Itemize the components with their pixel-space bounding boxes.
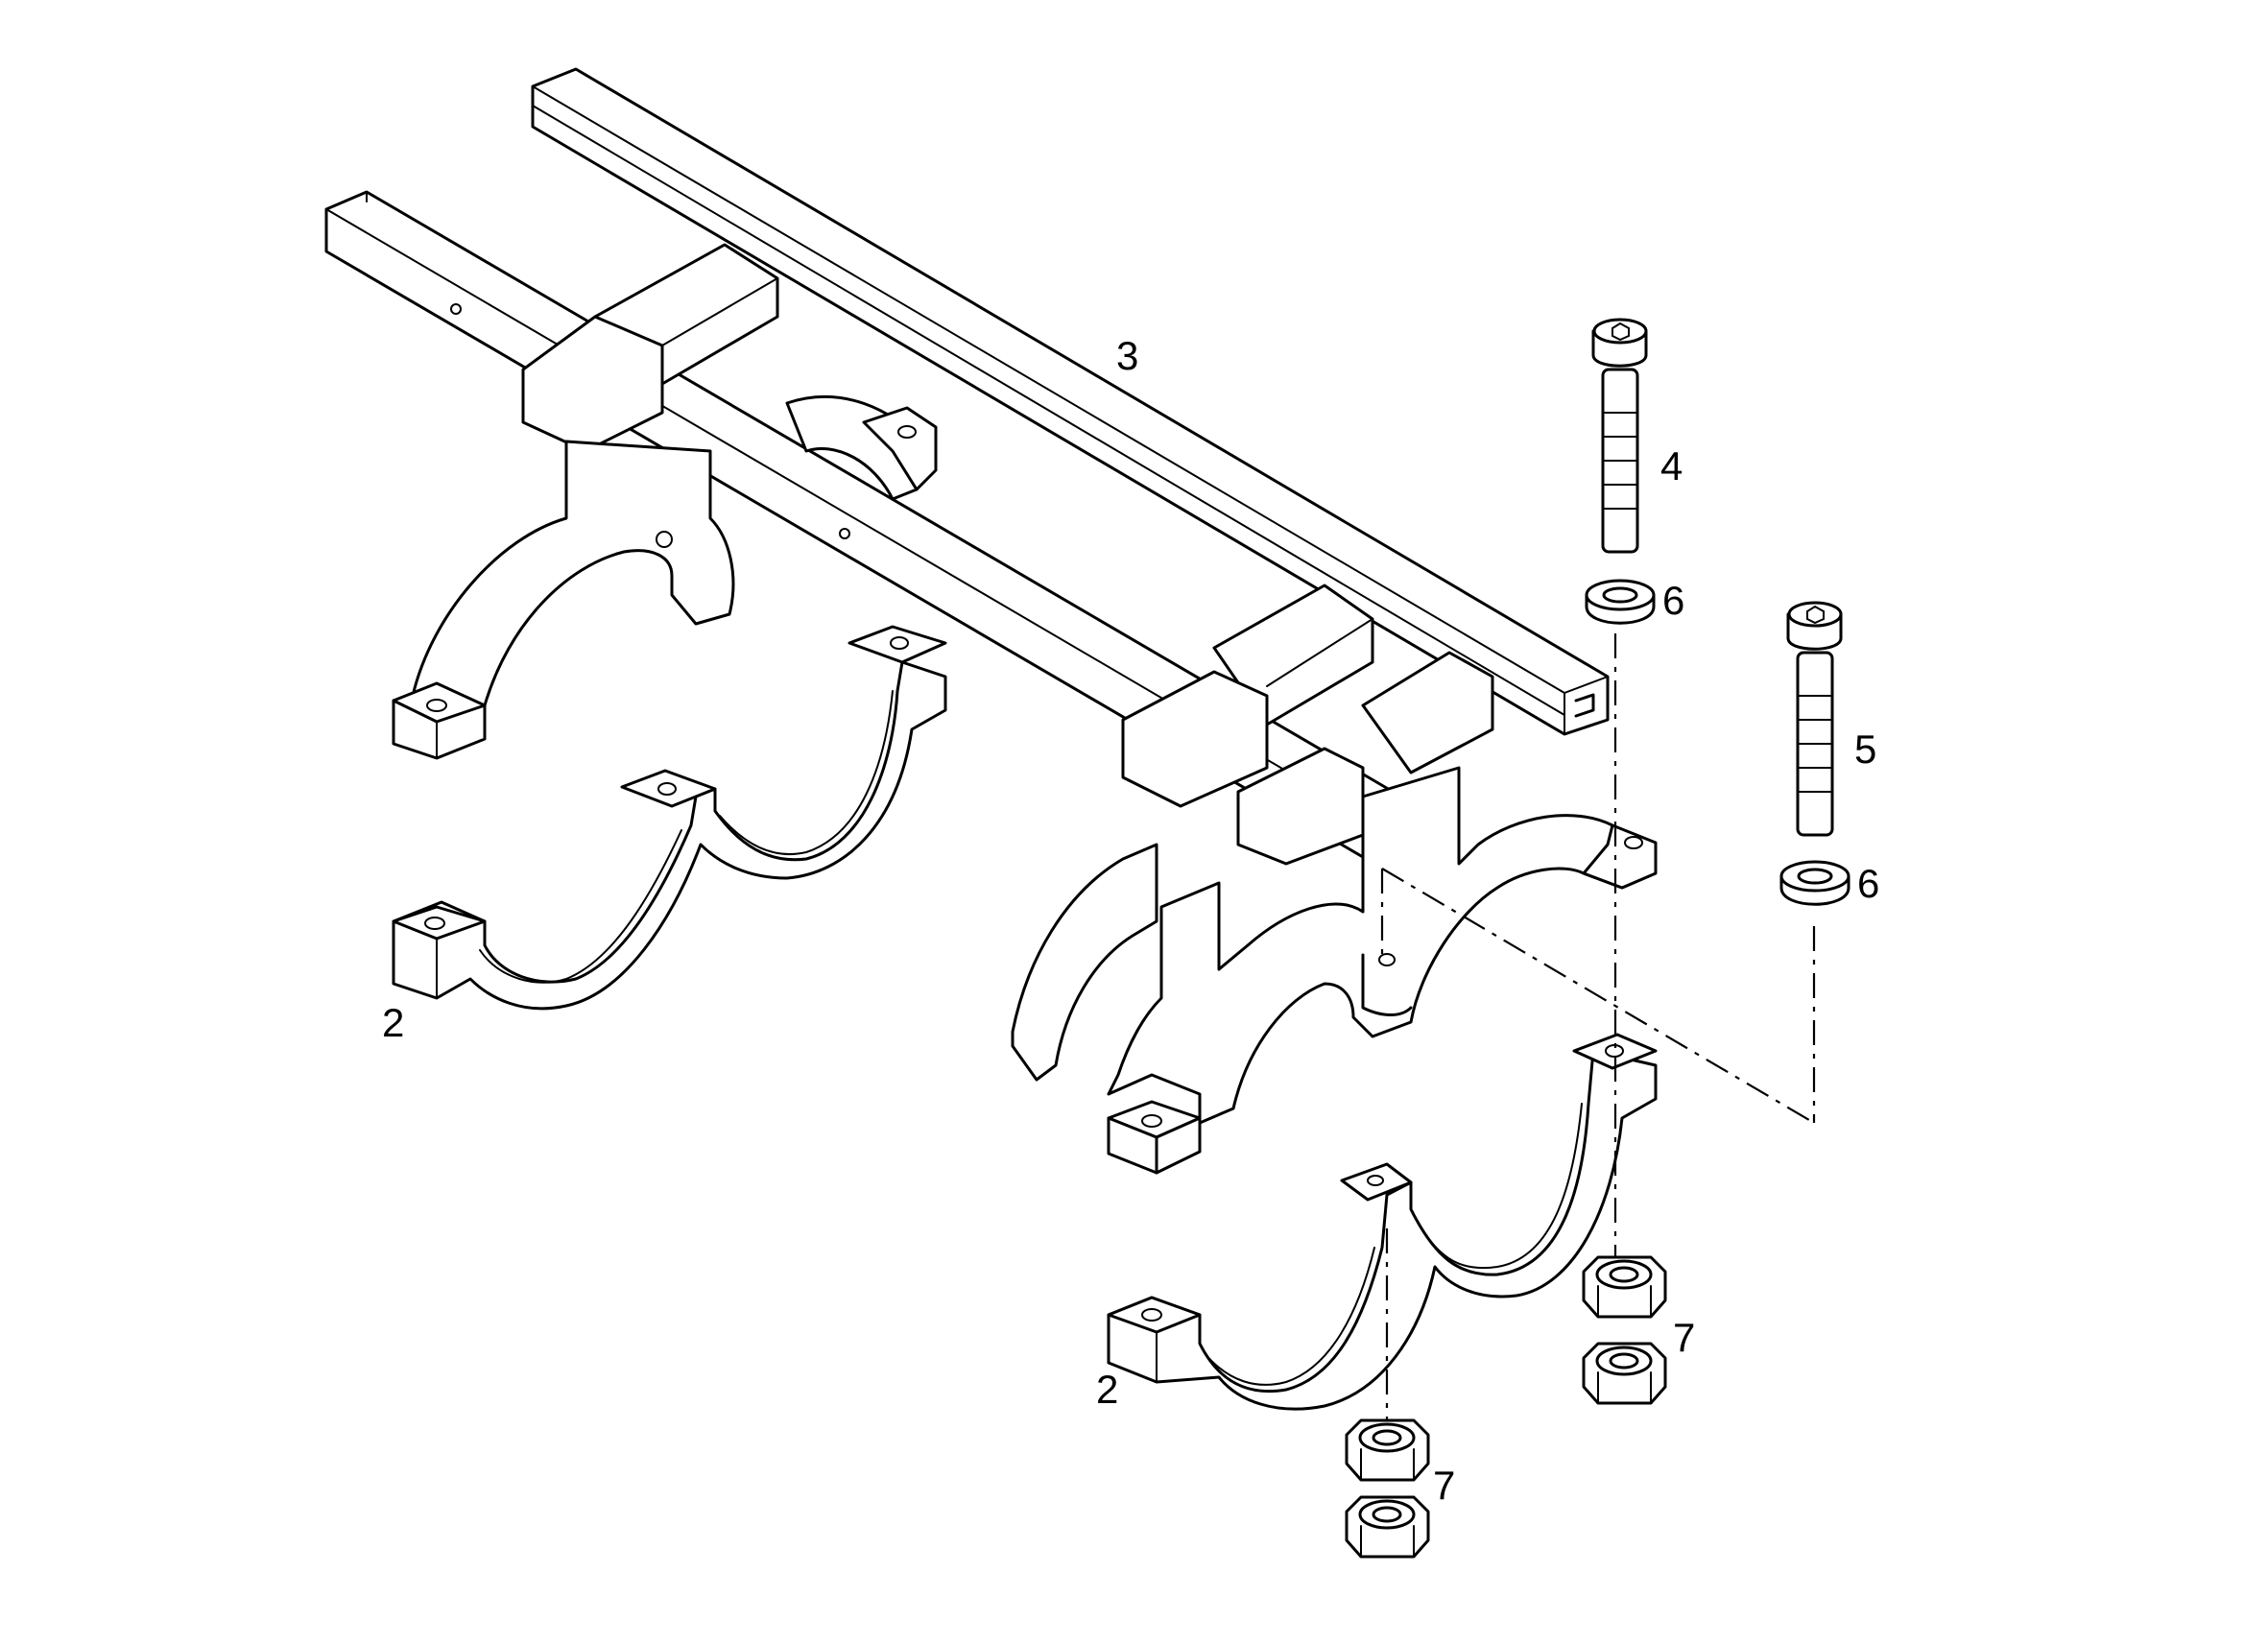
lower-saddle-clamp-left [392,625,947,1011]
cross-member-left [521,243,779,453]
callout-6-lower: 6 [1857,861,1879,906]
callout-6-upper: 6 [1662,578,1684,623]
callout-2-right: 2 [1096,1367,1118,1412]
hex-nut-7-left-upper [1345,1418,1430,1482]
callout-2-left: 2 [382,1000,404,1045]
assembly-axes [1380,633,1816,1420]
socket-screw-5 [1786,601,1843,837]
callout-labels: 2 2 3 4 5 6 6 7 7 [382,333,1879,1508]
rear-guide-rail [531,67,1610,736]
upper-saddle-bracket-right [1011,766,1658,1175]
callout-4: 4 [1660,443,1683,488]
callout-5: 5 [1854,727,1876,772]
hex-nut-7-right-lower [1582,1342,1667,1405]
callout-7-right: 7 [1673,1315,1695,1360]
washer-6-lower [1779,860,1850,906]
washer-6-upper [1585,579,1656,625]
callout-3: 3 [1116,333,1138,378]
socket-screw-4 [1591,318,1648,554]
hex-nut-7-right-upper [1582,1255,1667,1319]
callout-7-left: 7 [1433,1463,1455,1508]
cross-member-right [1121,584,1494,866]
lower-saddle-clamp-right [1107,1033,1658,1411]
hex-nut-7-left-lower [1345,1495,1430,1559]
upper-saddle-bracket-left [392,394,938,760]
